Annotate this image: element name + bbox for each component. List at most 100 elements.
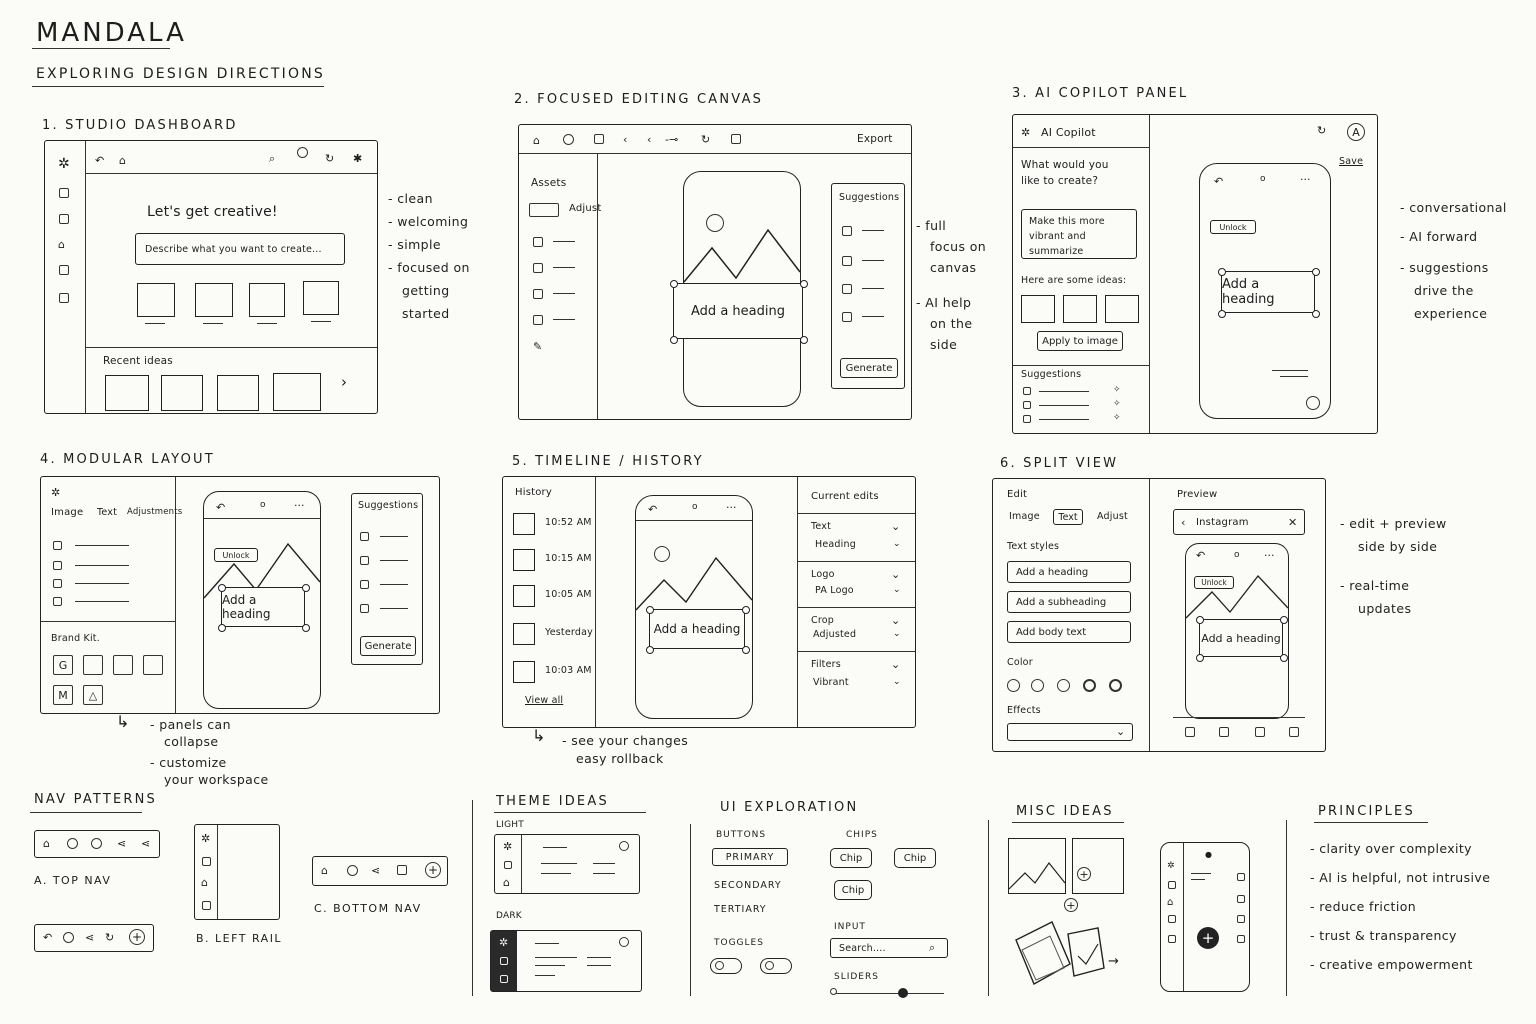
tool-icon[interactable]	[1237, 915, 1245, 923]
suggestion-icon[interactable]	[360, 580, 369, 589]
fab-plus-button[interactable]: +	[1197, 927, 1219, 949]
layer-icon[interactable]	[53, 597, 62, 606]
image-icon[interactable]	[563, 134, 574, 145]
layer-icon[interactable]	[53, 579, 62, 588]
sparkle-icon[interactable]: ✲	[1167, 861, 1175, 871]
s4-heading-box[interactable]: Add a heading	[221, 587, 305, 627]
s2-export-button[interactable]: Export	[857, 133, 893, 145]
settings-icon[interactable]	[297, 147, 308, 158]
chevron-down-icon[interactable]: ⌄	[891, 658, 901, 671]
secondary-button[interactable]: SECONDARY	[714, 880, 782, 891]
s6-phone-preview[interactable]: ↶ o ··· Unlock	[1185, 543, 1289, 719]
edit-value[interactable]: Vibrant	[813, 677, 849, 688]
s6-style-body[interactable]: Add body text	[1007, 621, 1131, 643]
sparkle-icon[interactable]: ✧	[1113, 399, 1121, 409]
folder-icon[interactable]	[59, 293, 69, 303]
image-icon[interactable]	[202, 857, 211, 866]
toolbar-icon[interactable]	[1219, 727, 1229, 737]
home-icon[interactable]: ⌂	[43, 837, 50, 850]
tool-icon[interactable]	[1237, 935, 1245, 943]
share-icon[interactable]: ✱	[353, 152, 363, 165]
s6-style-heading[interactable]: Add a heading	[1007, 561, 1131, 583]
suggestion-icon[interactable]	[842, 312, 852, 322]
share-icon[interactable]: ⋖	[117, 837, 127, 850]
sparkle-icon[interactable]: ✲	[201, 832, 211, 845]
share-icon[interactable]: ⋖	[85, 931, 95, 944]
s3-phone-canvas[interactable]: ↶ o ··· Unlock	[1199, 163, 1331, 419]
suggestion-icon[interactable]	[842, 226, 852, 236]
folder-icon[interactable]	[1168, 935, 1176, 943]
primary-button[interactable]: PRIMARY	[712, 848, 788, 866]
history-time[interactable]: 10:05 AM	[545, 589, 592, 600]
chevron-down-icon[interactable]: ⌄	[893, 629, 901, 639]
chevron-down-icon[interactable]: ⌄	[893, 677, 901, 687]
layers-icon[interactable]	[731, 134, 741, 144]
brand-shape-icon[interactable]	[113, 655, 133, 675]
toolbar-icon[interactable]	[1255, 727, 1265, 737]
color-swatch[interactable]	[1057, 679, 1070, 692]
s1-recent-card[interactable]	[161, 375, 203, 411]
home-icon[interactable]: ⌂	[119, 154, 126, 167]
chip[interactable]: Chip	[894, 848, 936, 868]
location-icon[interactable]	[63, 932, 74, 943]
back-icon[interactable]: ‹	[1181, 516, 1186, 529]
plus-icon[interactable]: +	[425, 862, 441, 878]
sparkle-icon[interactable]: ✧	[1113, 413, 1121, 423]
s3-save-button[interactable]: Save	[1339, 156, 1364, 167]
s6-style-subheading[interactable]: Add a subheading	[1007, 591, 1131, 613]
home-icon[interactable]: ⌂	[533, 134, 540, 147]
toolbar-icon[interactable]	[1185, 727, 1195, 737]
image-icon[interactable]	[1168, 881, 1176, 889]
history-thumb[interactable]	[513, 661, 535, 683]
close-icon[interactable]	[1306, 396, 1320, 410]
s3-idea-thumb[interactable]	[1105, 295, 1139, 323]
s2-heading-box[interactable]: Add a heading	[673, 283, 803, 339]
suggestion-icon[interactable]	[360, 604, 369, 613]
s6-tab-image[interactable]: Image	[1009, 511, 1040, 522]
history-thumb[interactable]	[513, 585, 535, 607]
s5-view-all-link[interactable]: View all	[525, 695, 564, 706]
more-icon[interactable]: ···	[726, 501, 737, 514]
color-swatch[interactable]	[1083, 679, 1096, 692]
color-swatch[interactable]	[1109, 679, 1122, 692]
s3-unlock-badge[interactable]: Unlock	[1210, 220, 1256, 234]
s1-template-card[interactable]	[303, 281, 339, 315]
s3-idea-thumb[interactable]	[1063, 295, 1097, 323]
image-icon[interactable]	[59, 188, 69, 198]
edit-icon[interactable]	[1168, 915, 1176, 923]
s4-phone-canvas[interactable]: ↶ o ··· Unlock	[203, 491, 321, 709]
history-thumb[interactable]	[513, 623, 535, 645]
connect-icon[interactable]: ⋖	[141, 837, 151, 850]
pin-icon[interactable]	[91, 838, 102, 849]
edit-value[interactable]: Heading	[815, 539, 856, 550]
folder-icon[interactable]	[202, 901, 211, 910]
s5-heading-box[interactable]: Add a heading	[649, 609, 745, 649]
more-icon[interactable]: ···	[1264, 549, 1275, 562]
color-swatch[interactable]	[1031, 679, 1044, 692]
s4-tab-adjustments[interactable]: Adjustments	[127, 507, 183, 517]
chevron-down-icon[interactable]: ⌄	[893, 539, 901, 549]
s1-recent-card[interactable]	[105, 375, 149, 411]
chevron-down-icon[interactable]: ⌄	[891, 568, 901, 581]
slider-track[interactable]	[836, 993, 944, 994]
color-swatch[interactable]	[1007, 679, 1020, 692]
s1-prompt-input[interactable]: Describe what you want to create...	[135, 233, 345, 265]
avatar[interactable]: A	[1347, 123, 1365, 141]
shapes-icon[interactable]: ⌂	[201, 876, 208, 889]
s1-template-card[interactable]	[249, 283, 285, 317]
chevron-down-icon[interactable]: ⌄	[891, 614, 901, 627]
undo-icon[interactable]: ↶	[216, 501, 226, 514]
refresh-icon[interactable]: ↻	[1317, 124, 1327, 137]
history-time[interactable]: 10:52 AM	[545, 517, 592, 528]
chip[interactable]: Chip	[834, 880, 872, 900]
brand-triangle-icon[interactable]: △	[83, 685, 103, 705]
more-icon[interactable]: ···	[294, 499, 305, 512]
tertiary-button[interactable]: TERTIARY	[714, 904, 767, 915]
search-icon[interactable]: ⌕	[269, 152, 276, 165]
search-icon[interactable]: ⌕	[929, 941, 936, 954]
s4-tab-image[interactable]: Image	[51, 507, 84, 518]
history-time[interactable]: Yesterday	[545, 627, 593, 638]
suggestion-icon[interactable]	[360, 532, 369, 541]
s4-unlock-badge[interactable]: Unlock	[214, 548, 258, 562]
history-time[interactable]: 10:15 AM	[545, 553, 592, 564]
